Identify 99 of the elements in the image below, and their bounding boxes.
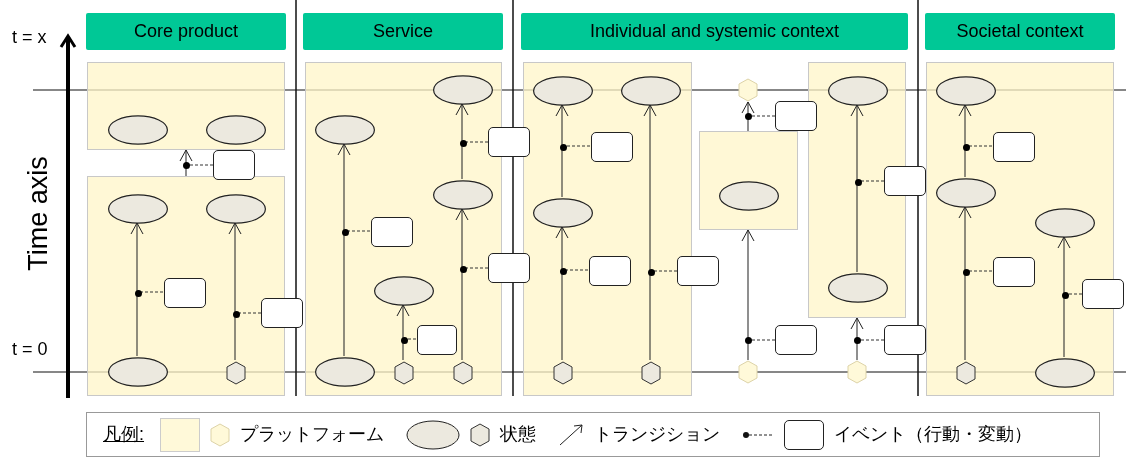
- event-box: [884, 166, 926, 196]
- state-hexagon: [453, 361, 473, 385]
- event-box: [884, 325, 926, 355]
- platform-panel: [808, 62, 906, 318]
- time-label: t = 0: [12, 340, 48, 358]
- legend-title: 凡例:: [103, 423, 144, 446]
- platform-hexagon: [738, 78, 758, 102]
- event-box: [261, 298, 303, 328]
- state-hexagon: [394, 361, 414, 385]
- platform-panel: [87, 176, 285, 396]
- event-box: [488, 127, 530, 157]
- platform-hexagon: [847, 360, 867, 384]
- state-ellipse: [433, 180, 493, 210]
- state-hexagon: [641, 361, 661, 385]
- transition-arrow: [741, 229, 755, 361]
- state-ellipse: [533, 76, 593, 106]
- event-box: [164, 278, 206, 308]
- transition-arrow: [958, 206, 972, 361]
- transition-arrow: [179, 149, 193, 177]
- time-label: t = x: [12, 28, 47, 46]
- transition-arrow: [555, 226, 569, 361]
- event-connector: [750, 339, 776, 341]
- event-connector: [188, 164, 214, 166]
- transition-arrow: [1057, 236, 1071, 358]
- event-box: [371, 217, 413, 247]
- platform-panel: [699, 131, 798, 230]
- state-ellipse: [936, 178, 996, 208]
- event-box: [993, 257, 1035, 287]
- axis-title: Time axis: [24, 155, 52, 273]
- state-hexagon: [956, 361, 976, 385]
- event-box: [213, 150, 255, 180]
- event-box: [993, 132, 1035, 162]
- state-ellipse: [433, 75, 493, 105]
- transition-arrow: [455, 208, 469, 361]
- platform-panel: [87, 62, 285, 150]
- event-box: [677, 256, 719, 286]
- transition-arrow: [337, 143, 351, 357]
- event-connector: [564, 145, 591, 147]
- column-header: Societal context: [925, 13, 1115, 50]
- event-connector: [237, 312, 262, 314]
- transition-arrow: [643, 104, 657, 361]
- state-ellipse: [1035, 358, 1095, 388]
- state-ellipse: [108, 115, 168, 145]
- transition-arrow: [455, 103, 469, 180]
- state-ellipse: [719, 181, 779, 211]
- platform-panel: [523, 62, 692, 396]
- event-connector: [859, 339, 885, 341]
- event-connector: [967, 145, 993, 147]
- platform-panel: [305, 62, 502, 396]
- state-hexagon: [226, 361, 246, 385]
- event-box: [591, 132, 633, 162]
- transition-arrow: [850, 104, 864, 273]
- transition-arrow: [958, 104, 972, 178]
- event-connector: [346, 230, 371, 232]
- state-ellipse: [828, 273, 888, 303]
- state-ellipse: [108, 194, 168, 224]
- event-box: [488, 253, 530, 283]
- state-ellipse: [828, 76, 888, 106]
- state-ellipse: [1035, 208, 1095, 238]
- event-connector: [405, 338, 417, 340]
- column-header: Core product: [86, 13, 286, 50]
- transition-arrow: [396, 304, 410, 361]
- legend-text: 状態: [500, 423, 536, 446]
- transition-arrow: [228, 222, 242, 361]
- transition-arrow: [130, 222, 144, 357]
- event-connector: [1066, 293, 1083, 295]
- event-connector: [652, 270, 678, 272]
- platform-panel: [926, 62, 1114, 396]
- event-connector: [750, 115, 776, 117]
- event-box: [775, 325, 817, 355]
- event-connector: [859, 180, 885, 182]
- transition-arrow: [850, 317, 864, 361]
- event-box: [775, 101, 817, 131]
- state-ellipse: [315, 115, 375, 145]
- state-ellipse: [621, 76, 681, 106]
- state-ellipse: [108, 357, 168, 387]
- event-box: [589, 256, 631, 286]
- event-box: [417, 325, 457, 355]
- event-connector: [967, 270, 993, 272]
- column-header: Service: [303, 13, 503, 50]
- legend-text: イベント（行動・変動）: [834, 423, 1032, 446]
- transition-arrow: [555, 104, 569, 198]
- event-connector: [139, 291, 164, 293]
- state-ellipse: [315, 357, 375, 387]
- event-connector: [464, 267, 489, 269]
- state-ellipse: [374, 276, 434, 306]
- legend-text: プラットフォーム: [240, 423, 384, 446]
- event-connector: [464, 141, 489, 143]
- state-ellipse: [533, 198, 593, 228]
- state-ellipse: [206, 115, 266, 145]
- state-hexagon: [553, 361, 573, 385]
- legend-text: トランジション: [594, 423, 720, 446]
- state-ellipse: [936, 76, 996, 106]
- event-box: [1082, 279, 1124, 309]
- column-header: Individual and systemic context: [521, 13, 908, 50]
- state-ellipse: [206, 194, 266, 224]
- transition-arrow: [741, 101, 755, 132]
- platform-hexagon: [738, 360, 758, 384]
- event-connector: [564, 269, 589, 271]
